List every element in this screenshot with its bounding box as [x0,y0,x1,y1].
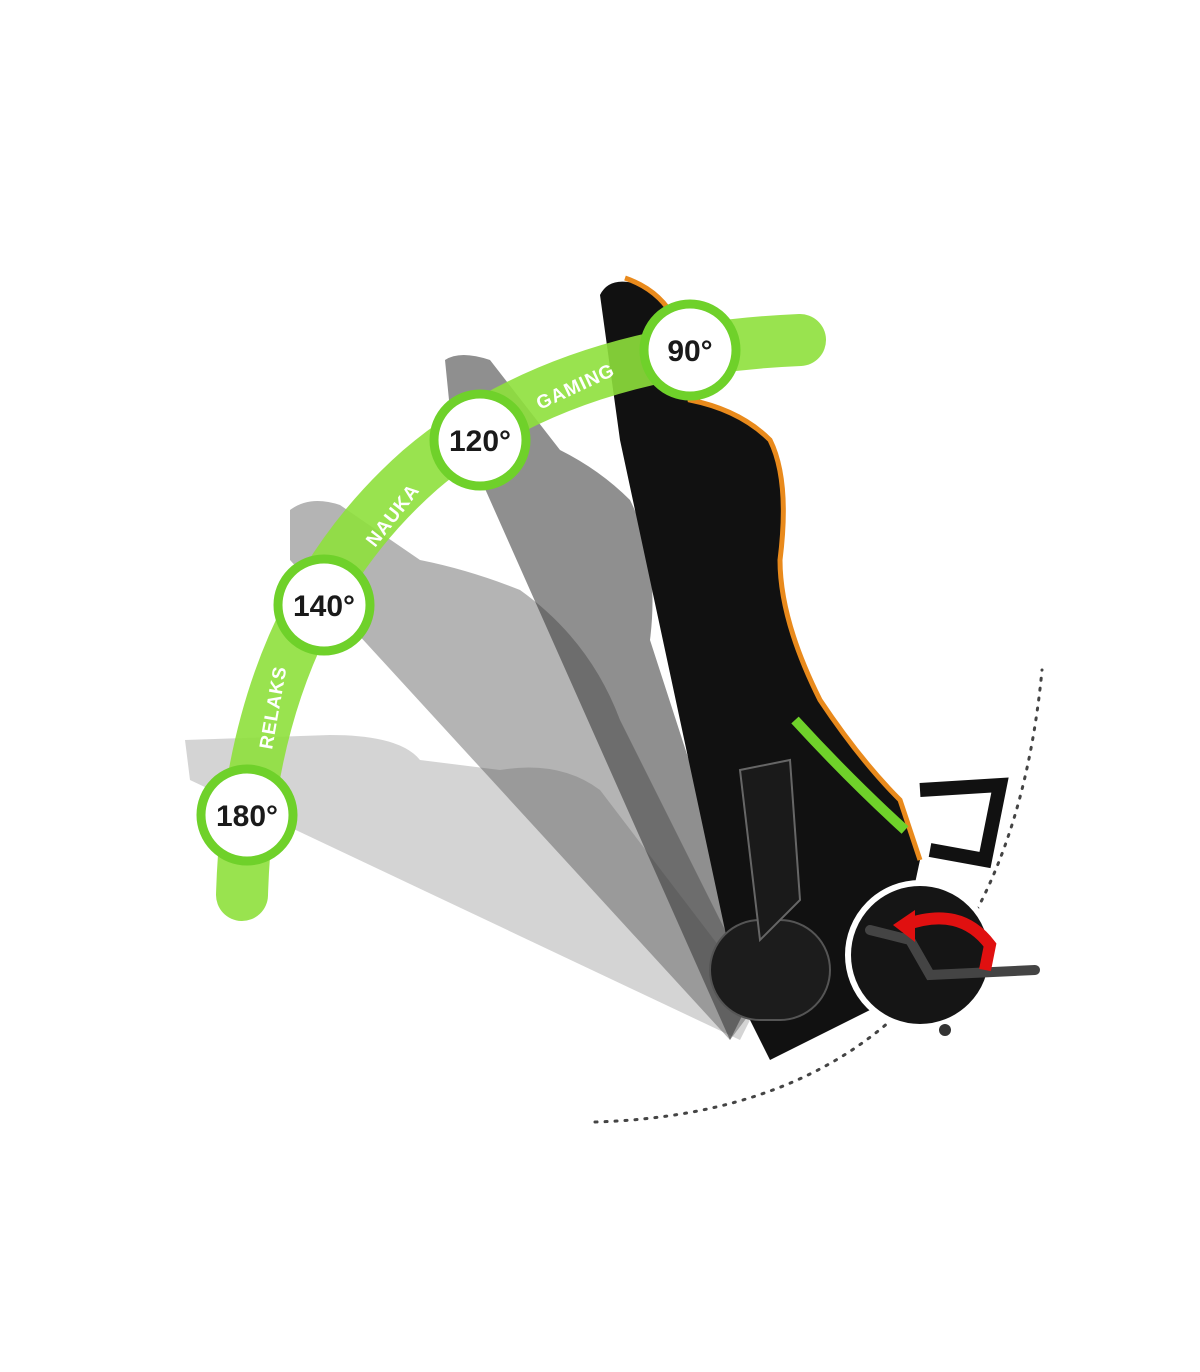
rotate-counterclockwise-arrow-icon [893,910,997,972]
angle-badge-180[interactable]: 180° [196,764,298,866]
angle-badge-120[interactable]: 120° [429,389,531,491]
svg-text:180°: 180° [216,800,278,833]
rotation-dotted-arc [593,668,1044,1124]
svg-text:140°: 140° [293,590,355,623]
svg-text:90°: 90° [667,335,712,368]
angle-badge-140[interactable]: 140° [273,554,375,656]
chair-ghost-140 [290,501,760,1040]
chair-upright [600,275,1009,1061]
svg-text:120°: 120° [449,425,511,458]
chair-ghost-180 [185,735,760,1040]
lever-detail-inset [845,880,1040,1036]
angle-badge-90[interactable]: 90° [639,299,741,401]
chair-ghost-120 [445,355,760,1040]
